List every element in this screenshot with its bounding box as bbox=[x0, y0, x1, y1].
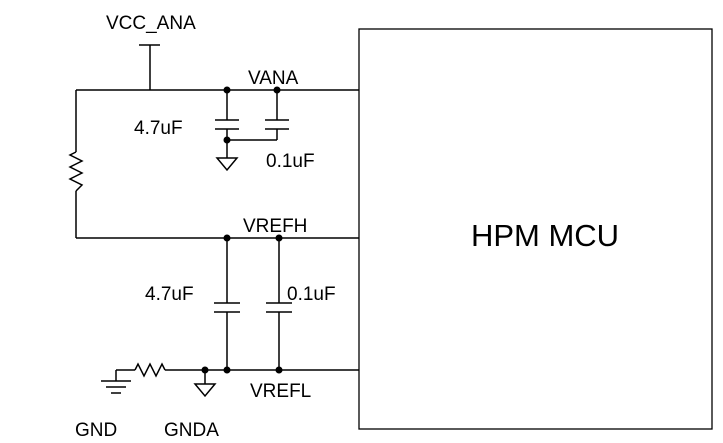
resistor-vana-vrefh bbox=[68, 151, 84, 192]
cap-vana-1-label: 4.7uF bbox=[134, 118, 183, 139]
junction-dot bbox=[273, 86, 281, 94]
capacitor-vana-0.1uf bbox=[265, 90, 289, 140]
gnd-label: GND bbox=[75, 420, 117, 441]
capacitor-vana-4.7uf bbox=[215, 90, 239, 140]
capacitor-vref-4.7uf bbox=[214, 238, 240, 370]
mcu-box bbox=[358, 28, 713, 430]
vana-net bbox=[75, 89, 359, 238]
cap-vref-2-label: 0.1uF bbox=[287, 284, 336, 305]
vana-ground-symbol bbox=[215, 140, 239, 172]
vcc-ana-label: VCC_ANA bbox=[106, 13, 196, 34]
junction-dot bbox=[223, 136, 231, 144]
cap-vana-2-label: 0.1uF bbox=[266, 151, 315, 172]
gnd-gnda-link bbox=[116, 362, 166, 378]
gnda-label: GNDA bbox=[164, 420, 219, 441]
vcc-ana-supply bbox=[139, 44, 160, 90]
gnda-symbol bbox=[193, 370, 217, 398]
capacitor-vref-0.1uf bbox=[266, 238, 292, 370]
junction-dot bbox=[275, 366, 283, 374]
cap-vref-1-label: 4.7uF bbox=[145, 284, 194, 305]
mcu-label: HPM MCU bbox=[471, 218, 619, 253]
vrefh-label: VREFH bbox=[243, 216, 307, 237]
junction-dot bbox=[223, 86, 231, 94]
vrefl-label: VREFL bbox=[250, 381, 311, 402]
gnd-symbol bbox=[101, 370, 131, 394]
junction-dot bbox=[275, 234, 283, 242]
junction-dot bbox=[223, 366, 231, 374]
vana-label: VANA bbox=[248, 68, 299, 89]
junction-dot bbox=[201, 366, 209, 374]
junction-dot bbox=[223, 234, 231, 242]
